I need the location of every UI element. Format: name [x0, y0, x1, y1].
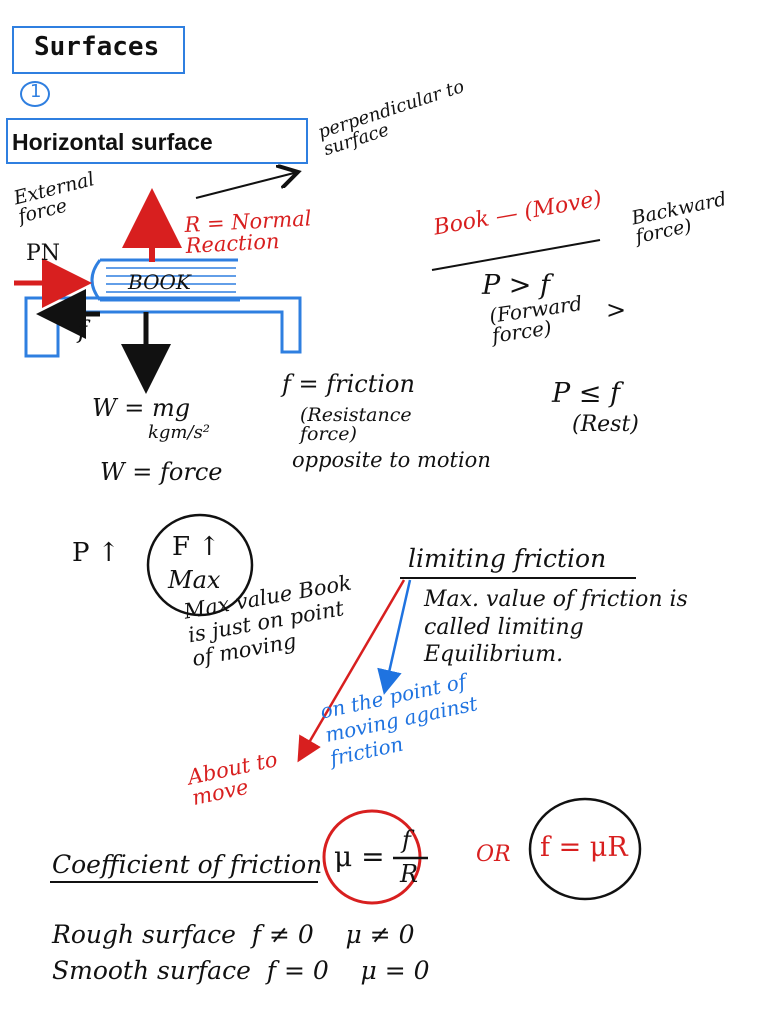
f-mu-r-circle — [528, 797, 642, 901]
or-word: OR — [476, 842, 511, 867]
rest-note: (Rest) — [572, 412, 639, 437]
f-mu-r-formula: f = μR — [540, 832, 628, 863]
book-shape — [90, 258, 240, 302]
f-max-circle — [146, 513, 254, 617]
greater-sign: > — [606, 296, 627, 324]
limiting-friction-heading: limiting friction — [408, 544, 607, 573]
unit-label: kgm/s² — [148, 422, 211, 443]
rough-surface-row: Rough surface f ≠ 0 μ ≠ 0 — [52, 920, 415, 949]
limiting-friction-definition: Max. value of friction is called limitin… — [424, 587, 688, 667]
f-max-bottom: Max — [168, 566, 221, 594]
book-label: BOOK — [128, 270, 191, 294]
p-increase-label: P ↑ — [72, 538, 120, 568]
mu-symbol: μ = — [334, 840, 385, 873]
section-number: 1 — [30, 81, 42, 102]
coefficient-label: Coefficient of friction — [52, 850, 323, 879]
rest-condition: P ≤ f — [552, 378, 620, 409]
f-max-top: F ↑ — [172, 532, 221, 562]
smooth-surface-row: Smooth surface f = 0 μ = 0 — [52, 956, 430, 985]
opposite-note: opposite to motion — [292, 448, 491, 472]
page-title: Surfaces — [34, 32, 160, 62]
subtitle-box — [6, 118, 308, 164]
table-shape — [24, 296, 302, 358]
weight-label: W = mg — [92, 394, 191, 422]
friction-arrow-label: f — [78, 316, 87, 344]
about-to-move-pointer — [297, 579, 406, 763]
resistance-note: (Resistance force) — [300, 404, 412, 445]
move-condition: P > f — [482, 270, 550, 301]
weight-force-label: W = force — [100, 458, 223, 486]
pn-label: PN — [26, 241, 61, 266]
section-number-circle — [20, 81, 50, 107]
section-subtitle: Horizontal surface — [12, 129, 213, 155]
fraction-denominator: R — [400, 860, 419, 888]
fraction-numerator: f — [402, 826, 411, 854]
point-of-moving-pointer — [377, 579, 412, 695]
friction-definition: f = friction — [282, 370, 415, 398]
title-box — [12, 26, 185, 74]
perpendicular-pointer — [195, 172, 298, 199]
